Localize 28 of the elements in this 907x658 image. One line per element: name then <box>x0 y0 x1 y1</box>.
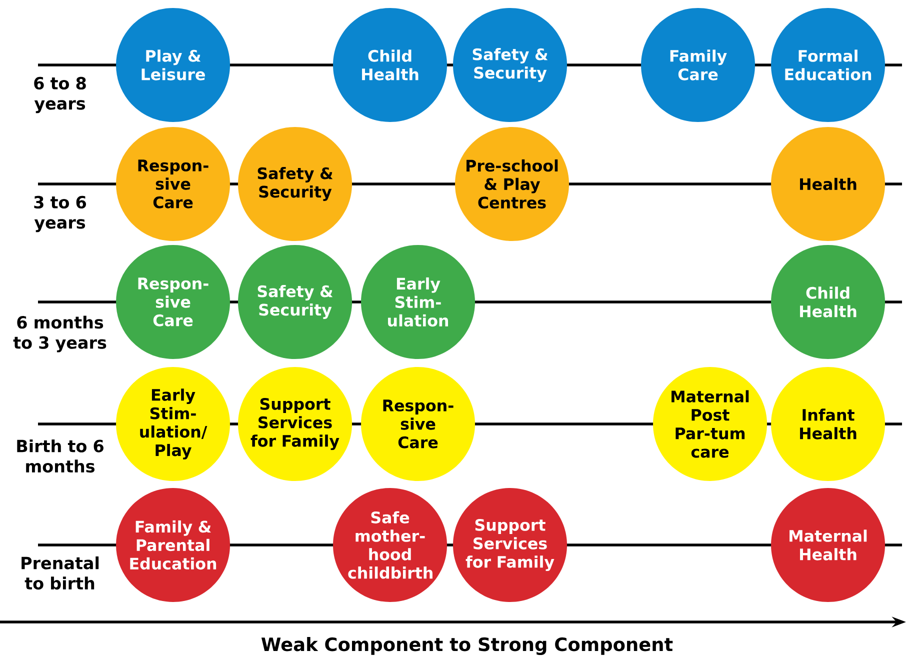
circle-node: Child Health <box>333 8 447 122</box>
circle-node: Family & Parental Education <box>116 488 230 602</box>
circle-node: Safety & Security <box>453 8 567 122</box>
circle-node: Pre-school & Play Centres <box>455 127 569 241</box>
circle-node: Safety & Security <box>238 127 352 241</box>
circle-node: Safety & Security <box>238 245 352 359</box>
circle-node: Maternal Health <box>771 488 886 602</box>
row-label: 6 to 8 years <box>34 76 86 114</box>
circle-node: Safe mother-hood childbirth <box>333 488 447 602</box>
circle-node: Play & Leisure <box>116 8 230 122</box>
row-label: 3 to 6 years <box>34 196 86 232</box>
row-label: Prenatal to birth <box>22 556 99 590</box>
circle-node: Infant Health <box>771 367 886 481</box>
circle-node: Formal Education <box>771 8 886 122</box>
circle-node: Maternal Post Par-tum care <box>653 367 768 481</box>
circle-node: Respon-sive Care <box>116 127 230 241</box>
circle-node: Early Stim-ulation/ Play <box>116 367 230 481</box>
circle-node: Support Services for Family <box>453 488 567 602</box>
row-label: 6 months to 3 years <box>13 316 106 352</box>
circle-node: Family Care <box>641 8 755 122</box>
axis-label: Weak Component to Strong Component <box>261 637 673 655</box>
row-label: Birth to 6 months <box>17 439 104 473</box>
circle-node: Support Services for Family <box>238 367 352 481</box>
circle-node: Respon-sive Care <box>116 245 230 359</box>
circle-node: Early Stim-ulation <box>361 245 475 359</box>
circle-node: Child Health <box>771 245 886 359</box>
circle-node: Respon-sive Care <box>361 367 475 481</box>
circle-node: Health <box>771 127 886 241</box>
